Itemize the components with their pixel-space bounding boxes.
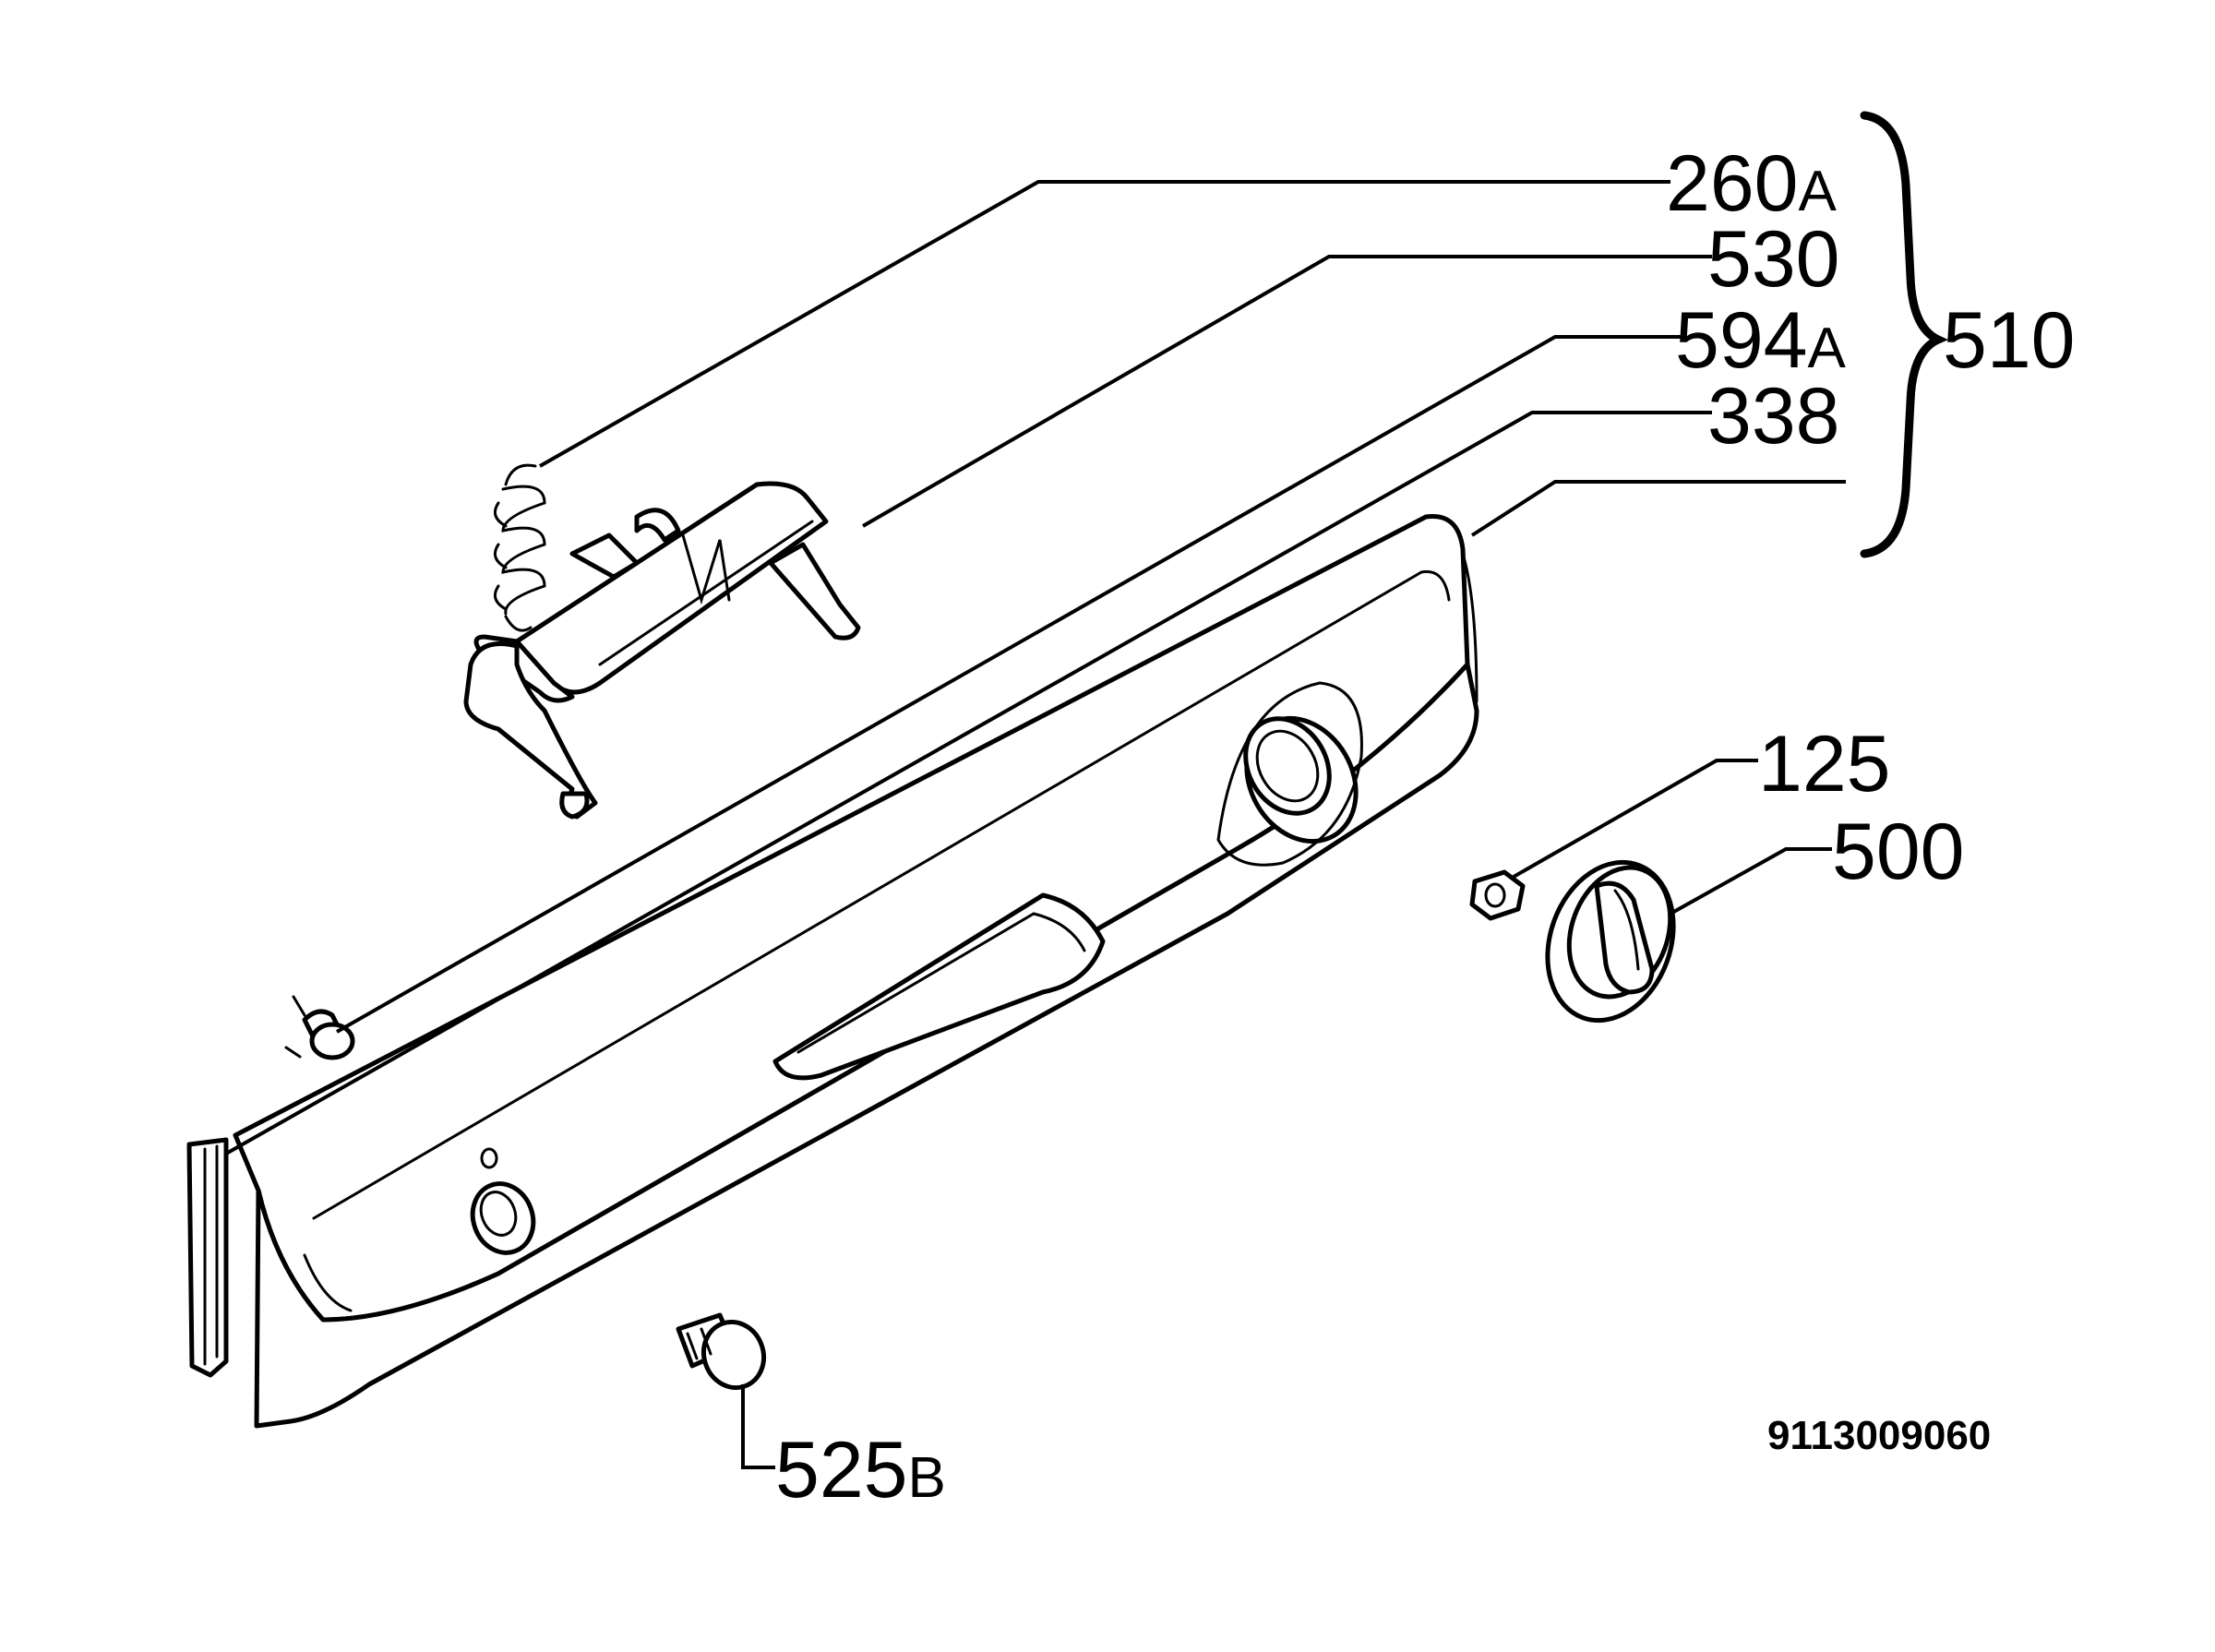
button-part — [676, 1312, 766, 1391]
assembly-brace — [1860, 111, 1949, 558]
pin-part — [284, 995, 355, 1060]
label-260a: 260A — [1666, 139, 1838, 228]
label-525b: 525B — [775, 1426, 946, 1514]
nut-part — [1469, 869, 1526, 921]
latch-part — [463, 481, 861, 820]
knob-part — [1545, 859, 1676, 1024]
document-number: 9113009060 — [1767, 1413, 1991, 1458]
control-panel-part — [186, 513, 1479, 1429]
label-500: 500 — [1832, 808, 1965, 896]
label-510: 510 — [1943, 296, 2076, 385]
label-594a: 594A — [1675, 296, 1847, 385]
label-530: 530 — [1707, 215, 1840, 304]
label-125: 125 — [1758, 720, 1891, 808]
label-338: 338 — [1707, 372, 1840, 461]
spring-part — [493, 463, 546, 632]
leader-lines — [225, 180, 1846, 1469]
